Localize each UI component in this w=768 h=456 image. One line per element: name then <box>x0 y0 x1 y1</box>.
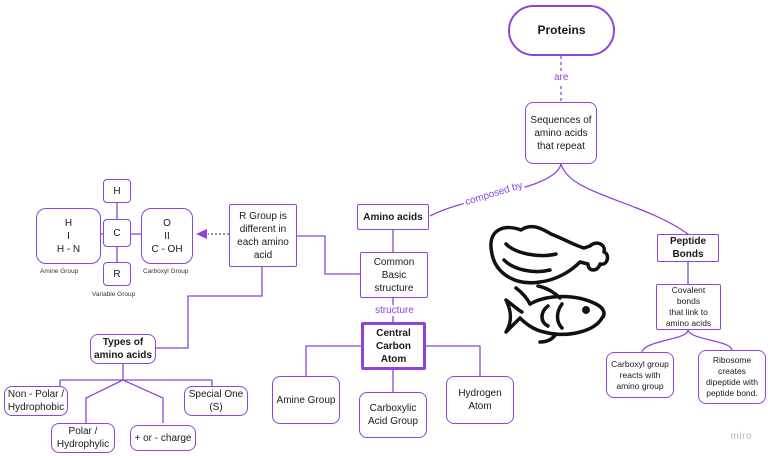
structure-c-box[interactable]: C <box>103 219 131 247</box>
amino-acids-node[interactable]: Amino acids <box>357 204 429 230</box>
hydrogen-atom-node[interactable]: Hydrogen Atom <box>446 376 514 424</box>
drumstick-icon <box>489 224 610 285</box>
carboxyl-reacts-node[interactable]: Carboxyl group reacts with amino group <box>606 352 674 398</box>
fish-icon <box>504 284 606 344</box>
structure-amine-box[interactable]: H I H - N <box>36 208 101 264</box>
carboxylic-acid-group-node[interactable]: Carboxylic Acid Group <box>359 392 427 438</box>
peptide-bonds-node[interactable]: Peptide Bonds <box>657 234 719 262</box>
structure-h-box[interactable]: H <box>103 179 131 203</box>
miro-watermark: miro <box>730 431 752 442</box>
special-one-node[interactable]: Special One (S) <box>184 386 248 416</box>
common-basic-structure-node[interactable]: Common Basic structure <box>360 252 428 298</box>
nonpolar-node[interactable]: Non - Polar / Hydrophobic <box>4 386 68 416</box>
structure-r-box[interactable]: R <box>103 262 131 286</box>
structure-carboxyl-box[interactable]: O II C - OH <box>141 208 193 264</box>
variable-group-caption: Variable Group <box>92 291 136 298</box>
structure-connector-label: structure <box>373 305 416 316</box>
sequences-node[interactable]: Sequences of amino acids that repeat <box>525 102 597 164</box>
polar-node[interactable]: Polar / Hydrophylic <box>51 423 115 453</box>
carboxyl-group-caption: Carboxyl Group <box>143 268 189 275</box>
charge-node[interactable]: + or - charge <box>130 425 196 451</box>
amine-group-node[interactable]: Amine Group <box>272 376 340 424</box>
amine-group-caption: Amine Group <box>40 268 79 275</box>
ribosome-node[interactable]: Ribosome creates dipeptide with peptide … <box>698 350 766 404</box>
central-carbon-node[interactable]: Central Carbon Atom <box>361 322 426 370</box>
covalent-bonds-node[interactable]: Covalent bonds that link to amino acids <box>656 284 721 330</box>
types-of-amino-acids-node[interactable]: Types of amino acids <box>90 334 156 364</box>
are-connector-label: are <box>552 72 571 83</box>
proteins-node[interactable]: Proteins <box>508 5 615 56</box>
r-group-node[interactable]: R Group is different in each amino acid <box>229 204 297 267</box>
